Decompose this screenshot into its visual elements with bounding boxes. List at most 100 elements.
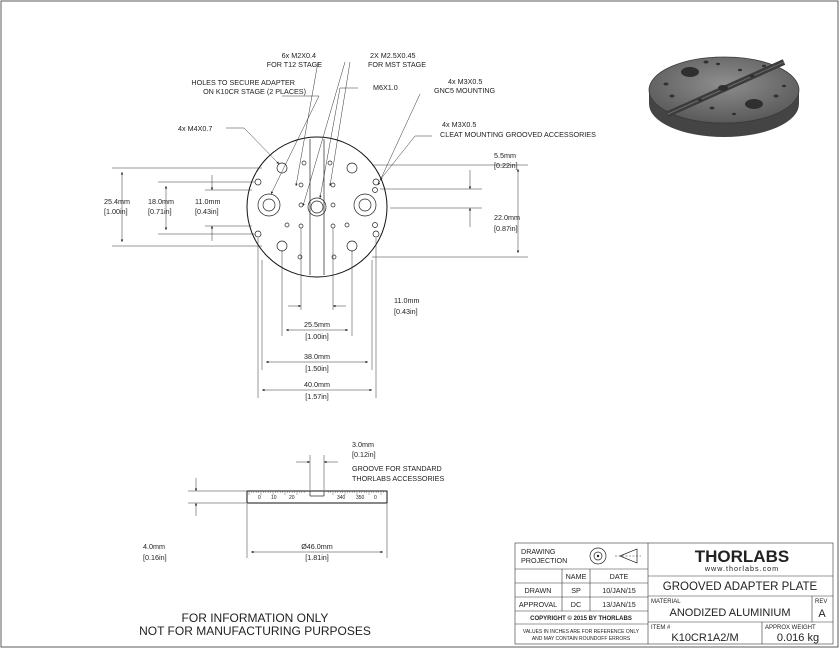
scale-label: 10	[271, 495, 277, 501]
notice-line1: FOR INFORMATION ONLY	[182, 611, 329, 625]
dimensions-left: 25.4mm [1.00in] 18.0mm [0.71in] 11.0mm […	[104, 167, 262, 247]
dim-11-bottom-in: [0.43in]	[394, 307, 418, 316]
row-approval-name: DC	[571, 600, 581, 609]
dim-22: 22.0mm	[494, 213, 520, 222]
dim-4: 4.0mm	[143, 542, 165, 551]
copyright: COPYRIGHT © 2015 BY THORLABS	[530, 615, 632, 622]
m25-hole	[284, 222, 290, 228]
dim-11-left: 11.0mm	[195, 197, 220, 206]
scale-label: 340	[337, 495, 346, 501]
counterbore-hole-right-inner	[358, 198, 372, 212]
row-approval-date: 13/JAN/15	[602, 600, 636, 609]
dim-46-in: [1.81in]	[305, 553, 329, 562]
plate-side-profile	[246, 490, 388, 504]
m4-callout: 4x M4X0.7	[178, 124, 212, 133]
leader-lines	[226, 61, 432, 207]
center-hole-inner	[310, 200, 324, 214]
thorlabs-logo: THORLABS	[695, 547, 789, 566]
dimensions-right: 5.5mm [0.22in] 22.0mm [0.87in]	[372, 151, 528, 258]
item-label: ITEM #	[651, 625, 671, 631]
m3-cleat-line1: 4x M3X0.5	[442, 120, 476, 129]
dim-25-4-left: 25.4mm	[104, 197, 130, 206]
m3-gnc-line2: GNC5 MOUNTING	[434, 86, 496, 95]
m4-hole	[346, 162, 358, 174]
dim-40-in: [1.57in]	[305, 392, 329, 401]
m3-gnc-hole	[372, 187, 378, 193]
dim-38-in: [1.50in]	[305, 364, 329, 373]
dim-5-5-in: [0.22in]	[494, 161, 518, 170]
dim-18-in: [0.71in]	[148, 207, 172, 216]
title-block: DRAWING PROJECTION NAME DATE DRAWN SP 10…	[514, 542, 834, 645]
m2-hole	[298, 182, 304, 188]
counterbore-hole-right	[353, 193, 377, 217]
material-value: ANODIZED ALUMINIUM	[669, 607, 790, 619]
dim-25-4-bottom: 25.5mm	[304, 320, 330, 329]
item-value: K10CR1A2/M	[671, 632, 738, 644]
callouts: 6x M2X0.4 FOR T12 STAGE 2X M2.5X0.45 FOR…	[178, 51, 596, 139]
m3-gnc-line1: 4x M3X0.5	[448, 77, 482, 86]
dim-11-left-in: [0.43in]	[195, 207, 219, 216]
rev-value: A	[818, 608, 826, 620]
isometric-render	[648, 56, 800, 137]
dim-3: 3.0mm	[352, 440, 374, 449]
row-drawn-name: SP	[571, 586, 581, 595]
counterbore-hole-left	[257, 193, 281, 217]
weight-value: 0.016 kg	[777, 632, 819, 644]
rev-label: REV	[815, 599, 827, 605]
m3-cleat-hole	[372, 178, 380, 186]
dim-3-in: [0.12in]	[352, 450, 376, 459]
holes-secure-line2: ON K10CR STAGE (2 PLACES)	[203, 87, 306, 96]
notice-line2: NOT FOR MANUFACTURING PURPOSES	[139, 624, 371, 638]
scale-label: 0	[258, 495, 261, 501]
m2-hole	[331, 254, 337, 260]
disclaimer-line2: AND MAY CONTAIN ROUNDOFF ERRORS	[532, 636, 631, 642]
row-drawn-date: 10/JAN/15	[602, 586, 636, 595]
m3-gnc-hole	[372, 222, 378, 228]
scale-label: 0	[374, 495, 377, 501]
angle-scale-ticks	[248, 491, 384, 495]
m4-hole	[276, 162, 288, 174]
dim-22-in: [0.87in]	[494, 224, 518, 233]
m25-callout-line2: FOR MST STAGE	[368, 60, 426, 69]
side-view: 0 10 20 340 350 0 3.0mm [0.12in] GROOVE …	[143, 440, 444, 562]
dim-25-4-bottom-in: [1.00in]	[305, 332, 329, 341]
col-name: NAME	[566, 572, 587, 581]
center-hole	[307, 197, 327, 217]
m6-callout: M6X1.0	[373, 83, 398, 92]
dim-18: 18.0mm	[148, 197, 174, 206]
m2-hole	[327, 160, 333, 166]
dimensions-bottom: 11.0mm [0.43in] 25.5mm [1.00in] 38.0mm […	[257, 228, 419, 401]
m25-hole	[344, 222, 350, 228]
m2-hole	[301, 160, 307, 166]
m2-callout-line2: FOR T12 STAGE	[267, 60, 322, 69]
thorlabs-url: www.thorlabs.com	[704, 564, 779, 573]
m25-callout-line1: 2X M2.5X0.45	[370, 51, 416, 60]
dim-40: 40.0mm	[304, 380, 330, 389]
disclaimer-line1: VALUES IN INCHES ARE FOR REFERENCE ONLY	[523, 629, 640, 635]
groove-note-line2: THORLABS ACCESSORIES	[352, 474, 444, 483]
dim-46: Ø46.0mm	[301, 542, 333, 551]
weight-label: APPROX WEIGHT	[765, 625, 816, 631]
holes-secure-line1: HOLES TO SECURE ADAPTER	[191, 78, 295, 87]
scale-label: 350	[356, 495, 365, 501]
m2-hole	[330, 202, 336, 208]
row-approval-label: APPROVAL	[519, 600, 557, 609]
drawing-title: GROOVED ADAPTER PLATE	[663, 581, 818, 593]
groove-note-line1: GROOVE FOR STANDARD	[352, 464, 442, 473]
m2-hole	[297, 254, 303, 260]
material-label: MATERIAL	[651, 599, 681, 605]
m3-cleat-line2: CLEAT MOUNTING GROOVED ACCESSORIES	[440, 130, 596, 139]
dim-25-4-left-in: [1.00in]	[104, 207, 128, 216]
m3-cleat-hole	[372, 230, 380, 238]
drawing-projection-line2: PROJECTION	[521, 556, 567, 565]
m2-callout-line1: 6x M2X0.4	[282, 51, 316, 60]
col-date: DATE	[610, 572, 629, 581]
dim-11-bottom: 11.0mm	[394, 296, 419, 305]
dim-4-in: [0.16in]	[143, 553, 167, 562]
projection-symbol	[589, 547, 641, 565]
dim-38: 38.0mm	[304, 352, 330, 361]
counterbore-hole-left-inner	[262, 198, 276, 212]
row-drawn-label: DRAWN	[525, 586, 552, 595]
